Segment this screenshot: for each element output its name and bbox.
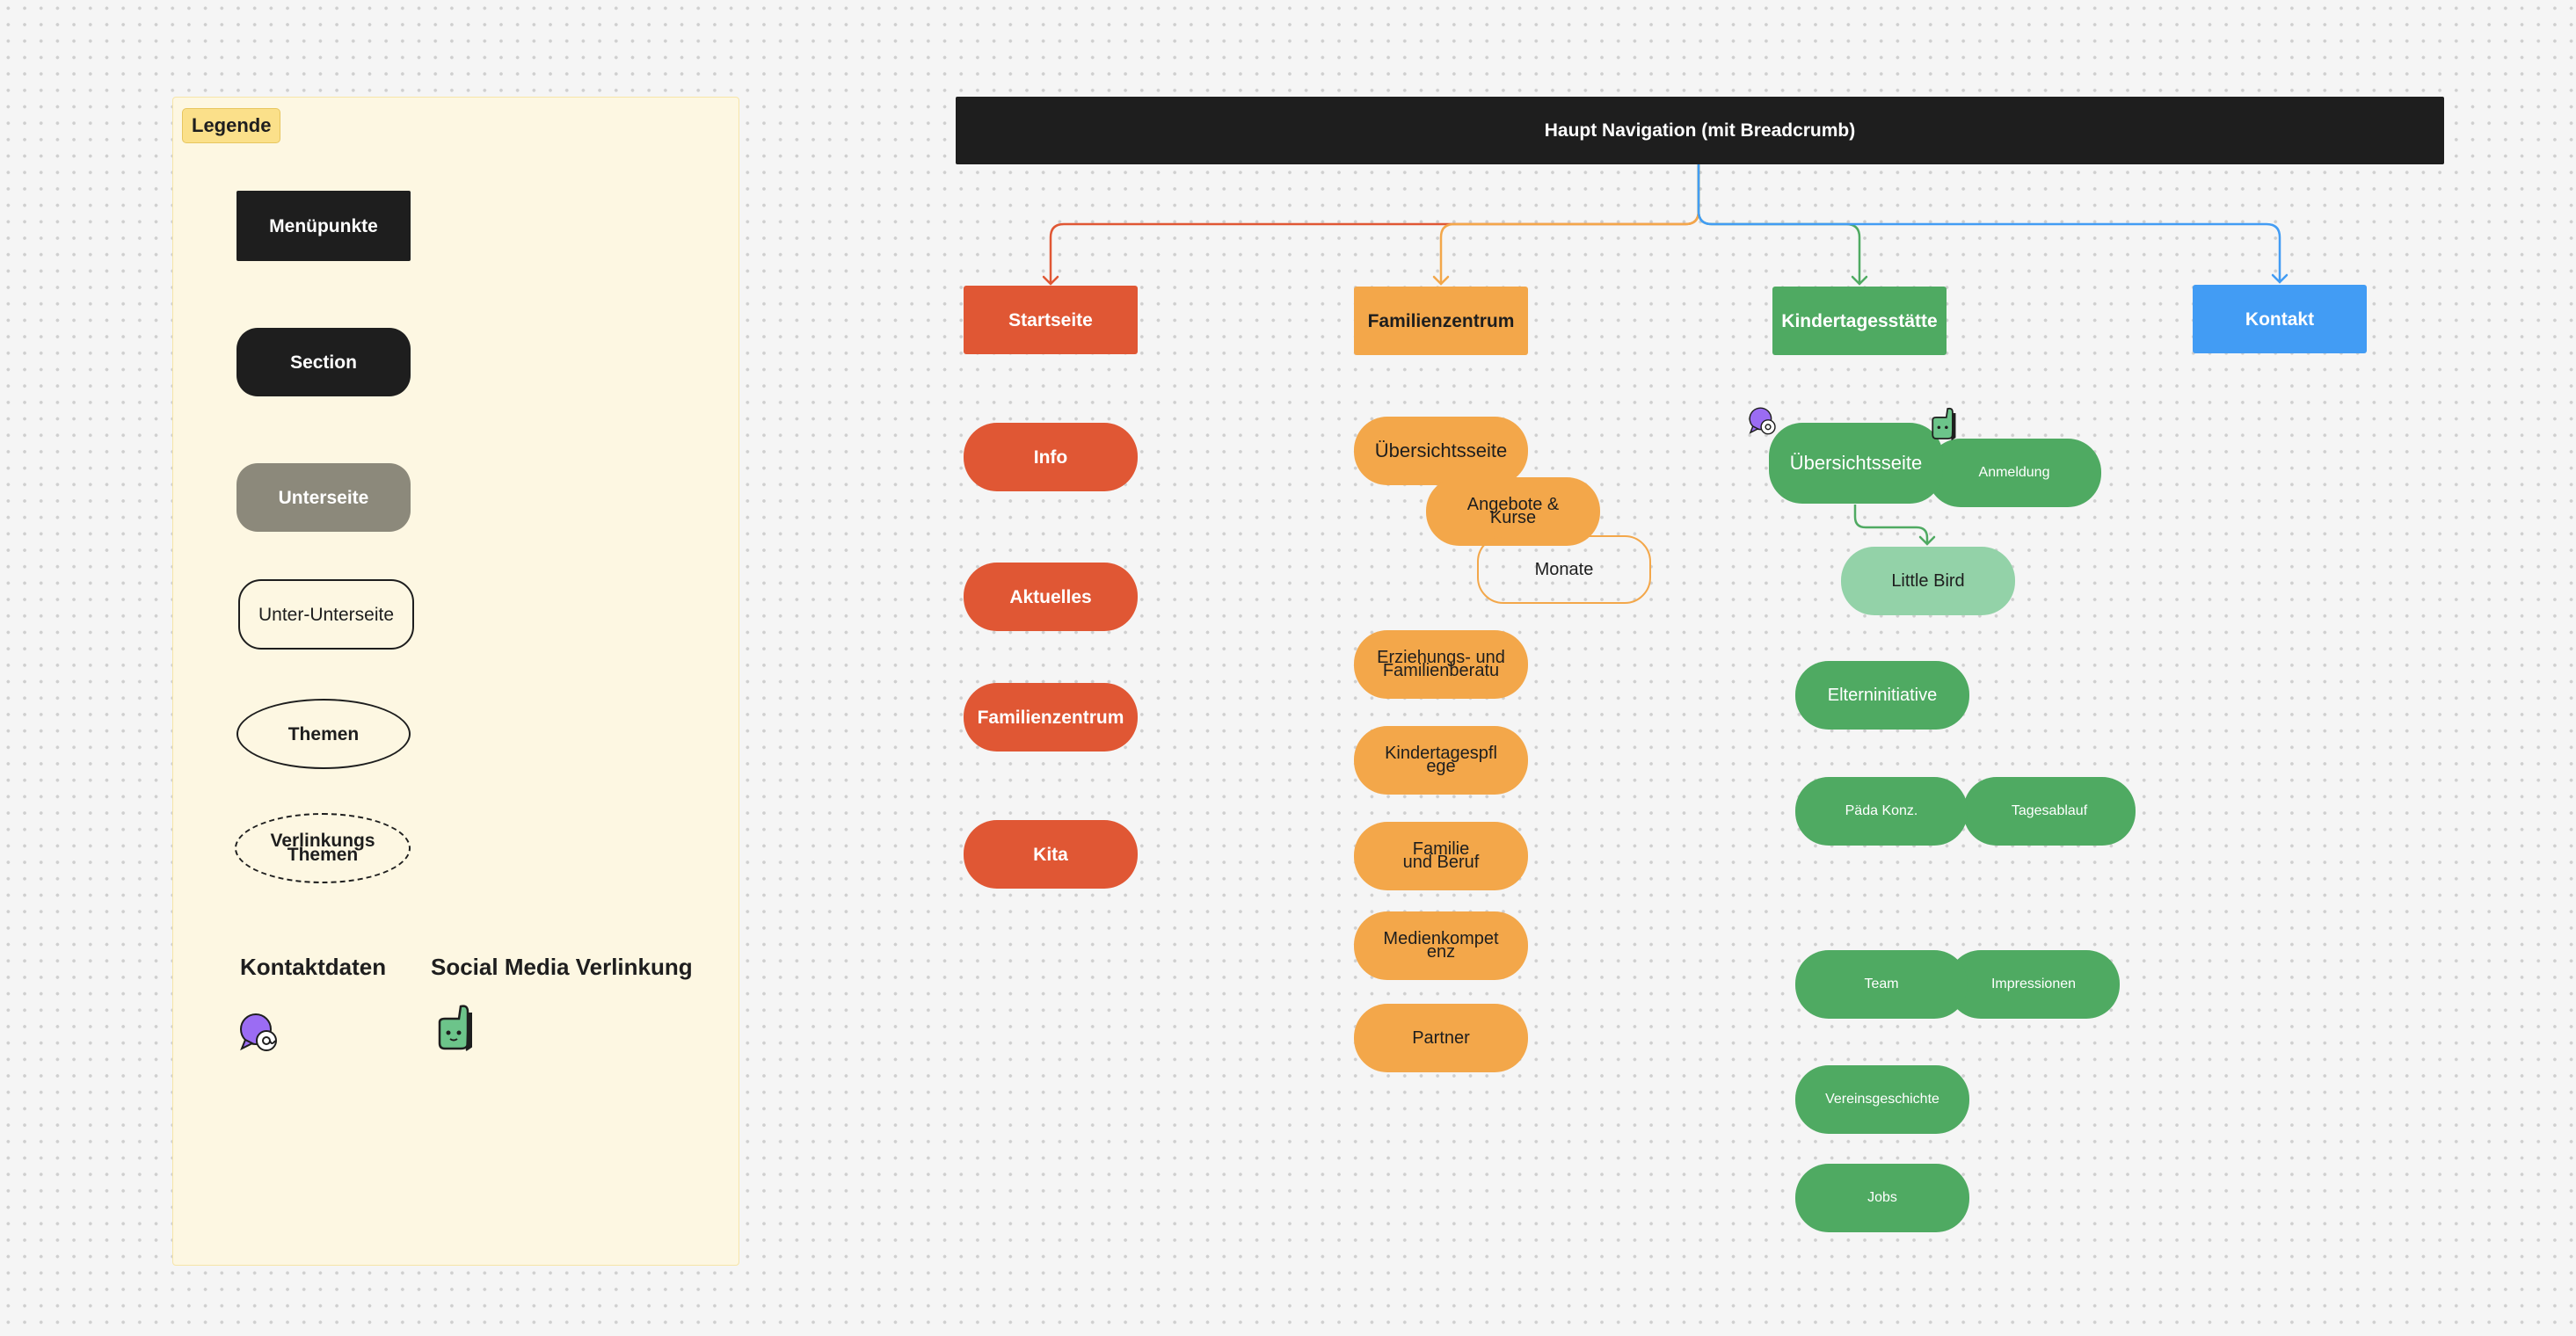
legend-title: Legende — [182, 108, 281, 143]
familien-kindertagespflege[interactable]: Kindertagespfl ege — [1354, 726, 1528, 795]
familien-erziehungsberatung[interactable]: Erziehungs- und Familienberatu — [1354, 630, 1528, 699]
legend-topics: Themen — [236, 699, 411, 769]
legend-menu-item: Menüpunkte — [236, 191, 411, 261]
kita-tagesablauf[interactable]: Tagesablauf — [1963, 777, 2136, 846]
menu-kindertagesstaette[interactable]: Kindertagesstätte — [1772, 287, 1947, 355]
connector-kontakt — [1697, 163, 2281, 281]
legend-subpage: Unterseite — [236, 463, 411, 532]
kita-anmeldung[interactable]: Anmeldung — [1927, 439, 2101, 507]
kita-elterninitiative[interactable]: Elterninitiative — [1795, 661, 1969, 730]
menu-familienzentrum[interactable]: Familienzentrum — [1354, 287, 1528, 355]
familien-angebote-kurse[interactable]: Angebote & Kurse — [1426, 477, 1600, 546]
menu-startseite[interactable]: Startseite — [964, 286, 1138, 354]
contact-bubble-icon — [240, 1013, 277, 1051]
kita-team[interactable]: Team — [1795, 950, 1968, 1019]
kita-little-bird[interactable]: Little Bird — [1841, 547, 2015, 615]
section-info[interactable]: Info — [964, 423, 1138, 491]
kita-jobs[interactable]: Jobs — [1795, 1164, 1969, 1232]
legend-contact-label: Kontaktdaten — [240, 954, 387, 980]
legend-linked-topics: Verlinkungs Themen — [235, 813, 411, 883]
section-kita[interactable]: Kita — [964, 820, 1138, 889]
legend-panel: Legende Menüpunkte Section Unterseite Un… — [172, 97, 739, 1266]
social-thumb-icon — [1932, 407, 1956, 441]
familien-familie-beruf[interactable]: Familie und Beruf — [1354, 822, 1528, 890]
connector-familienzentrum — [1439, 163, 1700, 283]
connector-little-bird — [1853, 505, 1929, 543]
legend-section: Section — [236, 328, 411, 396]
familien-uebersichtsseite[interactable]: Übersichtsseite — [1354, 417, 1528, 485]
familien-monate[interactable]: Monate — [1477, 535, 1651, 604]
section-aktuelles[interactable]: Aktuelles — [964, 563, 1138, 631]
legend-social-label: Social Media Verlinkung — [431, 954, 693, 980]
section-familienzentrum[interactable]: Familienzentrum — [964, 683, 1138, 752]
main-navigation-header: Haupt Navigation (mit Breadcrumb) — [956, 97, 2444, 164]
legend-subsubpage: Unter-Unterseite — [238, 579, 414, 650]
familien-medienkompetenz[interactable]: Medienkompet enz — [1354, 911, 1528, 980]
kita-impressionen[interactable]: Impressionen — [1947, 950, 2120, 1019]
familien-partner[interactable]: Partner — [1354, 1004, 1528, 1072]
social-thumb-icon — [438, 1005, 472, 1051]
contact-bubble-icon — [1749, 407, 1776, 435]
kita-uebersichtsseite[interactable]: Übersichtsseite — [1769, 423, 1943, 504]
kita-vereinsgeschichte[interactable]: Vereinsgeschichte — [1795, 1065, 1969, 1134]
kita-paeda-konzept[interactable]: Päda Konz. — [1795, 777, 1968, 846]
menu-kontakt[interactable]: Kontakt — [2193, 285, 2367, 353]
